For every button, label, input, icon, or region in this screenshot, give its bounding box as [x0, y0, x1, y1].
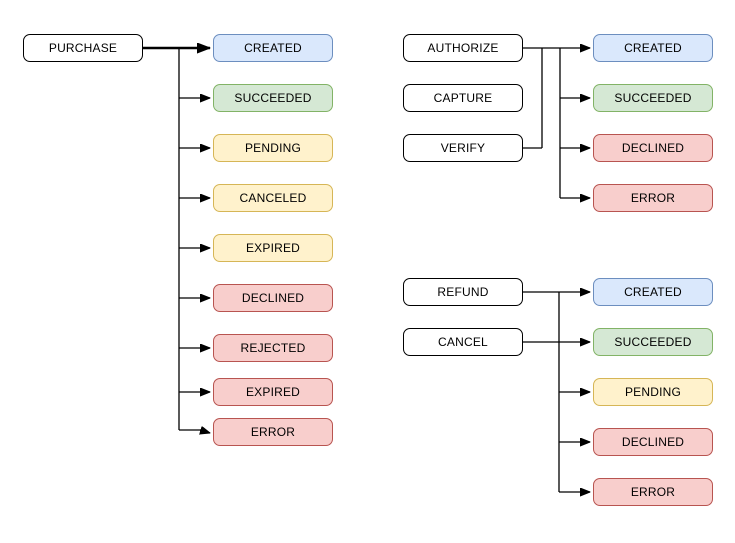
edge-purchase-error	[179, 430, 210, 433]
node-refund-state-succeeded: SUCCEEDED	[593, 328, 713, 356]
node-purchase-state-pending: PENDING	[213, 134, 333, 162]
node-purchase-state-canceled: CANCELED	[213, 184, 333, 212]
node-refund-state-declined: DECLINED	[593, 428, 713, 456]
node-verify: VERIFY	[403, 134, 523, 162]
node-authorize-state-succeeded: SUCCEEDED	[593, 84, 713, 112]
node-purchase-state-rejected: REJECTED	[213, 334, 333, 362]
node-refund-state-created: CREATED	[593, 278, 713, 306]
node-purchase-state-error: ERROR	[213, 418, 333, 446]
node-authorize-state-created: CREATED	[593, 34, 713, 62]
node-authorize: AUTHORIZE	[403, 34, 523, 62]
node-purchase-state-declined: DECLINED	[213, 284, 333, 312]
node-purchase-state-expired-red: EXPIRED	[213, 378, 333, 406]
node-purchase: PURCHASE	[23, 34, 143, 62]
node-authorize-state-declined: DECLINED	[593, 134, 713, 162]
node-purchase-state-created: CREATED	[213, 34, 333, 62]
node-purchase-state-expired-yellow: EXPIRED	[213, 234, 333, 262]
node-cancel: CANCEL	[403, 328, 523, 356]
node-purchase-state-succeeded: SUCCEEDED	[213, 84, 333, 112]
node-capture: CAPTURE	[403, 84, 523, 112]
node-refund-state-pending: PENDING	[593, 378, 713, 406]
node-authorize-state-error: ERROR	[593, 184, 713, 212]
node-refund-state-error: ERROR	[593, 478, 713, 506]
node-refund: REFUND	[403, 278, 523, 306]
